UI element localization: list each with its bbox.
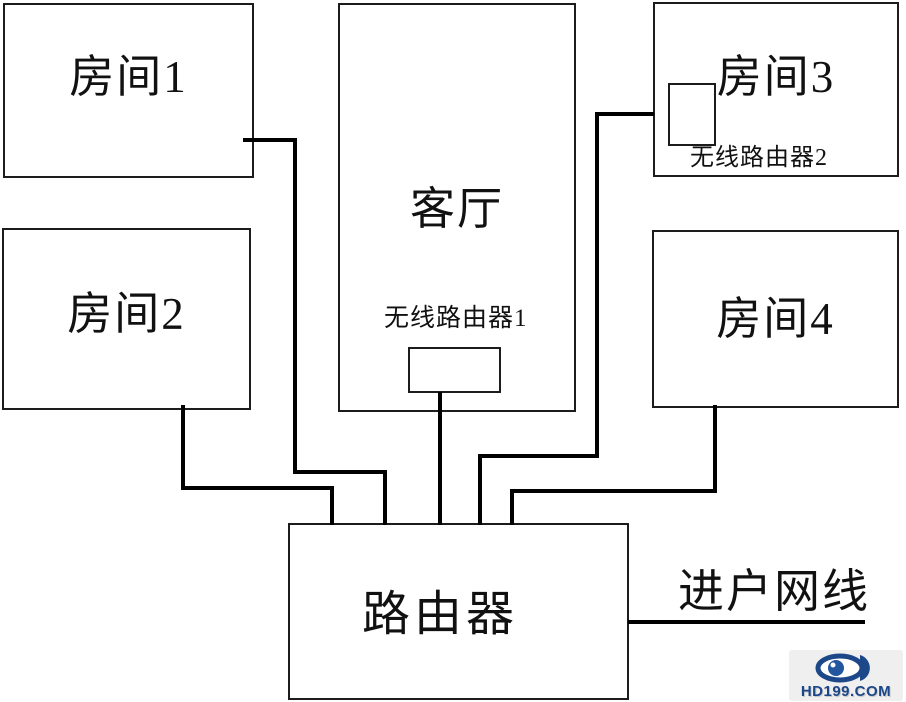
cable-segment — [510, 489, 717, 493]
cable-segment — [595, 112, 599, 458]
room1-box — [3, 3, 254, 178]
cable-segment — [628, 620, 865, 624]
cable-segment — [181, 405, 185, 490]
cable-segment — [478, 454, 482, 525]
cable-segment — [243, 138, 297, 142]
wireless-router2-label: 无线路由器2 — [690, 145, 828, 171]
router-label: 路由器 — [362, 588, 519, 641]
room4-label: 房间4 — [716, 294, 835, 344]
cable-segment — [293, 470, 387, 474]
room2-box — [2, 228, 251, 410]
room3-label: 房间3 — [716, 52, 836, 102]
room1-label: 房间1 — [69, 52, 188, 102]
room2-label: 房间2 — [67, 289, 186, 339]
cable-segment — [438, 392, 442, 525]
cable-segment — [713, 405, 717, 493]
cable-segment — [510, 489, 514, 525]
cable-segment — [293, 138, 297, 474]
watermark-text: HD199.COM — [800, 683, 892, 700]
cable-segment — [383, 470, 387, 525]
cable-segment — [330, 486, 334, 525]
cable-segment — [478, 454, 599, 458]
wireless-router2-box — [668, 83, 716, 146]
incoming-cable-label: 进户网线 — [678, 566, 870, 617]
eye-icon — [815, 653, 870, 683]
living-room-box — [338, 3, 576, 412]
cable-segment — [181, 486, 334, 490]
cable-segment — [597, 112, 654, 116]
router-box — [288, 523, 629, 700]
living-room-label: 客厅 — [409, 184, 504, 234]
room4-box — [652, 230, 899, 408]
watermark: HD199.COM — [789, 650, 903, 701]
wireless-router1-label: 无线路由器1 — [384, 305, 528, 332]
wireless-router1-box — [408, 347, 501, 393]
